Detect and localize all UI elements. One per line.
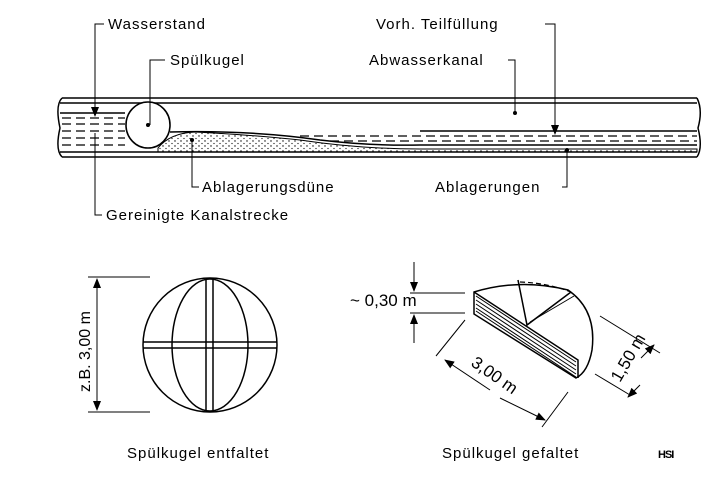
label-water-level: Wasserstand (108, 16, 206, 33)
folded-length-label: 3,00 m (468, 353, 521, 398)
caption-folded: Spülkugel gefaltet (442, 445, 579, 462)
folded-width-label: 1,50 m (607, 330, 649, 385)
folded-thickness-label: ~ 0,30 m (350, 291, 417, 310)
caption-unfolded: Spülkugel entfaltet (127, 445, 269, 462)
label-cleaned-section: Gereinigte Kanalstrecke (106, 207, 289, 224)
sewer-pipe (57, 97, 701, 158)
label-sewer-channel: Abwasserkanal (369, 52, 484, 69)
unfolded-dimension (88, 276, 150, 413)
folded-ball (473, 279, 594, 379)
hsi-logo: HSI (658, 449, 674, 461)
label-deposit-dune: Ablagerungsdüne (202, 179, 335, 196)
label-partial-fill: Vorh. Teilfüllung (376, 16, 499, 33)
label-flush-ball: Spülkugel (170, 52, 245, 69)
folded-dimensions (410, 262, 661, 428)
label-deposits: Ablagerungen (435, 179, 540, 196)
unfolded-ball (142, 277, 278, 413)
unfolded-diameter-label: z.B. 3,00 m (77, 311, 94, 392)
label-leaders (91, 23, 568, 216)
